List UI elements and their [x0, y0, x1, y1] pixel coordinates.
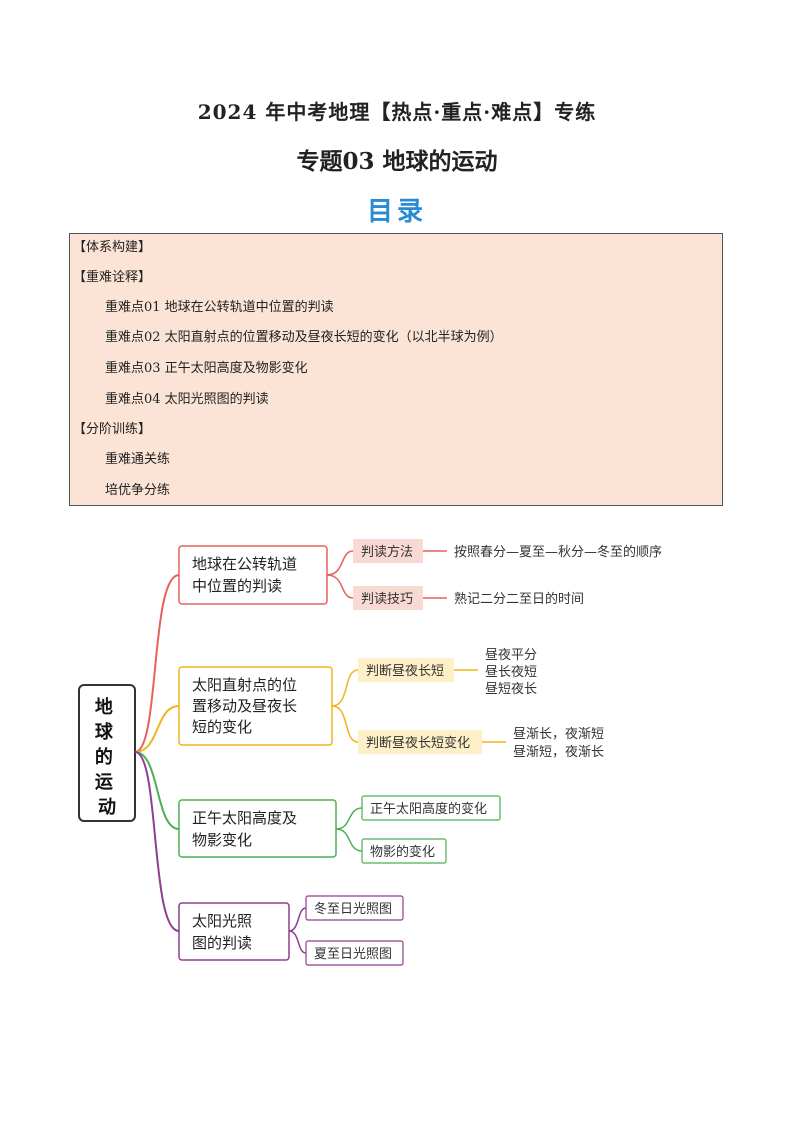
connector [335, 828, 363, 852]
sub-node [358, 658, 454, 682]
branch-label: 地球在公转轨道 中位置的判读 [192, 555, 302, 595]
leaf-label: 昼短夜长 [485, 682, 537, 697]
connector [134, 751, 180, 932]
sub-label: 物影的变化 [370, 844, 435, 860]
table-of-contents: 【体系构建】 【重难诠释】 重难点01 地球在公转轨道中位置的判读 重难点02 … [69, 233, 723, 506]
leaf-label: 熟记二分二至日的时间 [454, 591, 584, 607]
branch-line: 物影变化 [192, 831, 252, 849]
leaf-label: 昼渐短，夜渐长 [513, 745, 604, 760]
connector [288, 930, 307, 954]
leaf-group: 昼渐长，夜渐短 昼渐短，夜渐长 [513, 727, 608, 760]
sub-label: 判断昼夜长短 [366, 664, 444, 679]
leaf-group: 昼夜平分 昼长夜短 昼短夜长 [485, 648, 541, 697]
connector [331, 705, 359, 743]
root-label: 地 球 的 运 动 [95, 696, 119, 818]
connector [134, 705, 180, 753]
toc-item[interactable]: 重难通关练 [105, 452, 171, 467]
topic-title: 专题03 地球的运动 [296, 148, 498, 175]
branch-line: 太阳光照 [192, 912, 252, 930]
branch-label: 正午太阳高度及 物影变化 [192, 809, 302, 849]
branch-line: 地球在公转轨道 [192, 555, 297, 573]
root-char: 运 [95, 772, 113, 793]
toc-item[interactable]: 重难点04 太阳光照图的判读 [105, 392, 269, 407]
toc-item[interactable]: 重难点02 太阳直射点的位置移动及昼夜长短的变化（以北半球为例） [105, 330, 503, 345]
branch-line: 图的判读 [192, 934, 252, 952]
connector [134, 574, 180, 753]
sub-label: 冬至日光照图 [314, 901, 392, 917]
sub-label: 判读技巧 [361, 592, 413, 607]
branch-line: 正午太阳高度及 [192, 809, 297, 827]
root-char: 地 [95, 696, 113, 718]
toc-heading: 目录 [366, 197, 427, 227]
sub-node [353, 539, 423, 563]
leaf-label: 昼渐长，夜渐短 [513, 727, 604, 742]
leaf-label: 昼夜平分 [485, 648, 537, 663]
connector [326, 550, 354, 576]
sub-node [353, 586, 423, 610]
sub-node [305, 940, 404, 966]
toc-section[interactable]: 【体系构建】 [73, 240, 152, 255]
connector [134, 751, 180, 830]
sub-label: 判断昼夜长短变化 [366, 735, 470, 751]
branch-line: 短的变化 [192, 718, 252, 736]
sub-node [361, 838, 447, 864]
branch-line: 置移动及昼夜长 [192, 697, 297, 715]
sub-node [358, 730, 482, 754]
root-char: 的 [95, 746, 113, 768]
sub-label: 正午太阳高度的变化 [370, 801, 487, 817]
toc-item[interactable]: 重难点03 正午太阳高度及物影变化 [105, 361, 308, 376]
connector [331, 669, 359, 707]
toc-section[interactable]: 【重难诠释】 [73, 270, 152, 285]
leaf-label: 昼长夜短 [485, 665, 537, 680]
branch-line: 太阳直射点的位 [192, 676, 297, 694]
sub-node [361, 795, 501, 821]
root-char: 动 [98, 797, 116, 818]
sub-node [305, 895, 404, 921]
toc-item[interactable]: 重难点01 地球在公转轨道中位置的判读 [105, 300, 334, 315]
doc-title: 2024 年中考地理【热点·重点·难点】专练 [197, 100, 597, 124]
connector [326, 574, 354, 599]
sub-label: 判读方法 [361, 544, 413, 560]
root-char: 球 [95, 722, 114, 743]
toc-item[interactable]: 培优争分练 [105, 483, 171, 498]
branch-label: 太阳直射点的位 置移动及昼夜长 短的变化 [192, 676, 302, 736]
branch-label: 太阳光照 图的判读 [192, 912, 257, 952]
leaf-label: 按照春分—夏至—秋分—冬至的顺序 [454, 544, 662, 560]
sub-label: 夏至日光照图 [314, 947, 392, 962]
connector [288, 907, 307, 932]
branch-line: 中位置的判读 [192, 577, 282, 595]
toc-section[interactable]: 【分阶训练】 [73, 422, 152, 437]
connector [335, 807, 363, 830]
